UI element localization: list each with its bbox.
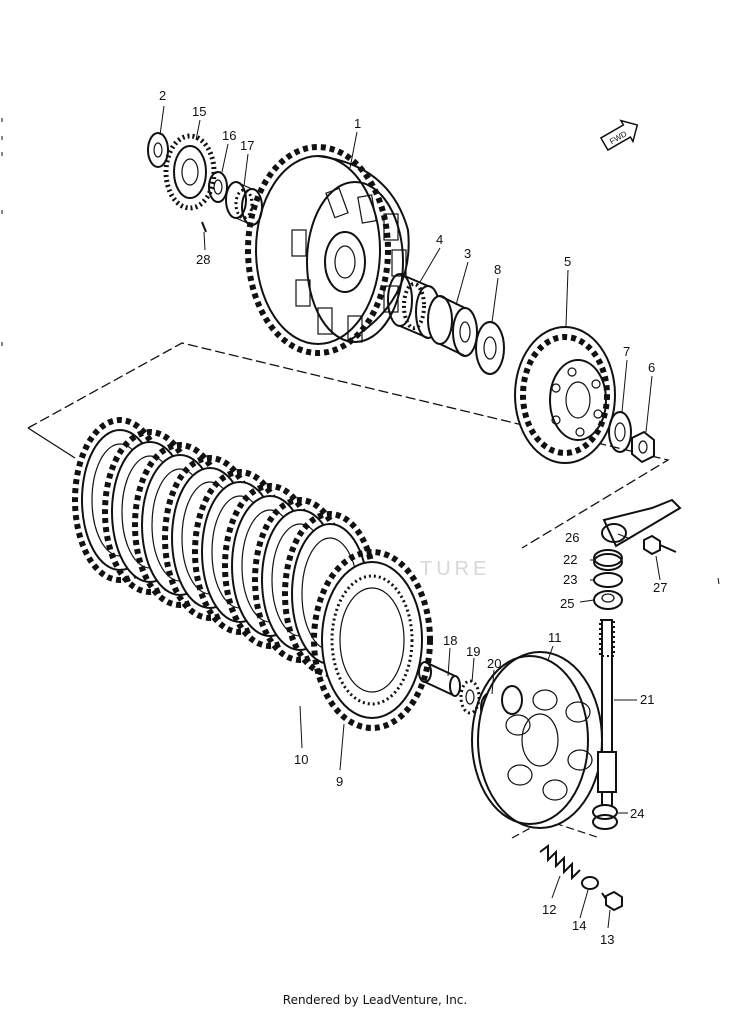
part-11-pressure-plate <box>471 651 603 829</box>
callout-26: 26 <box>565 530 579 545</box>
part-1-clutch-housing <box>245 144 410 356</box>
callout-9: 9 <box>336 774 343 789</box>
callout-1: 1 <box>354 116 361 131</box>
callout-14: 14 <box>572 918 586 933</box>
callout-6: 6 <box>648 360 655 375</box>
callout-16: 16 <box>222 128 236 143</box>
callout-18: 18 <box>443 633 457 648</box>
part-18-push-piece <box>418 661 461 697</box>
callout-23: 23 <box>563 572 577 587</box>
part-28-pin <box>201 221 207 233</box>
callout-22: 22 <box>563 552 577 567</box>
callout-20: 20 <box>487 656 501 671</box>
callout-13: 13 <box>600 932 614 947</box>
part-3-sleeve <box>427 295 478 357</box>
callout-19: 19 <box>466 644 480 659</box>
part-15-gear <box>163 133 217 211</box>
callout-5: 5 <box>564 254 571 269</box>
part-2-washer <box>147 132 169 168</box>
callout-12: 12 <box>542 902 556 917</box>
part-12-spring <box>539 844 581 881</box>
callout-10: 10 <box>294 752 308 767</box>
callout-21: 21 <box>640 692 654 707</box>
part-26-release-arm <box>601 498 682 548</box>
callout-11: 11 <box>548 630 562 645</box>
part-22-seal <box>593 549 623 571</box>
assembly-outline-lower <box>27 427 76 459</box>
part-25-washer <box>593 590 623 610</box>
callout-28: 28 <box>196 252 210 267</box>
leader-lines <box>159 105 661 929</box>
part-5-sleeve-hub <box>514 326 616 464</box>
callout-27: 27 <box>653 580 667 595</box>
part-17-bearing <box>225 181 263 226</box>
part-21-release-shaft <box>597 619 617 811</box>
footer-credit: Rendered by LeadVenture, Inc. <box>282 993 468 1007</box>
callouts: 1 2 3 4 5 6 7 8 9 10 11 12 13 14 15 16 1… <box>159 88 667 947</box>
callout-17: 17 <box>240 138 254 153</box>
callout-24: 24 <box>630 806 644 821</box>
part-8-washer <box>475 321 505 375</box>
callout-25: 25 <box>560 596 574 611</box>
clutch-plate-stack <box>72 417 433 731</box>
part-6-nut <box>631 430 655 464</box>
part-9-friction-plate <box>311 549 433 731</box>
callout-4: 4 <box>436 232 443 247</box>
callout-8: 8 <box>494 262 501 277</box>
part-16-spacer <box>208 171 228 203</box>
callout-3: 3 <box>464 246 471 261</box>
callout-2: 2 <box>159 88 166 103</box>
part-23-washer <box>593 572 623 588</box>
fwd-arrow-icon: FWD <box>599 119 639 152</box>
watermark: TURE <box>420 558 490 580</box>
part-27-bolt <box>643 534 677 556</box>
part-7-lock-washer <box>608 411 632 453</box>
part-14-washer <box>581 876 599 890</box>
part-13-bolt <box>601 890 623 912</box>
callout-7: 7 <box>623 344 630 359</box>
callout-15: 15 <box>192 104 206 119</box>
assembly-outline <box>27 342 670 549</box>
margin-marks <box>1 118 720 585</box>
part-24-end-cap <box>592 804 618 830</box>
